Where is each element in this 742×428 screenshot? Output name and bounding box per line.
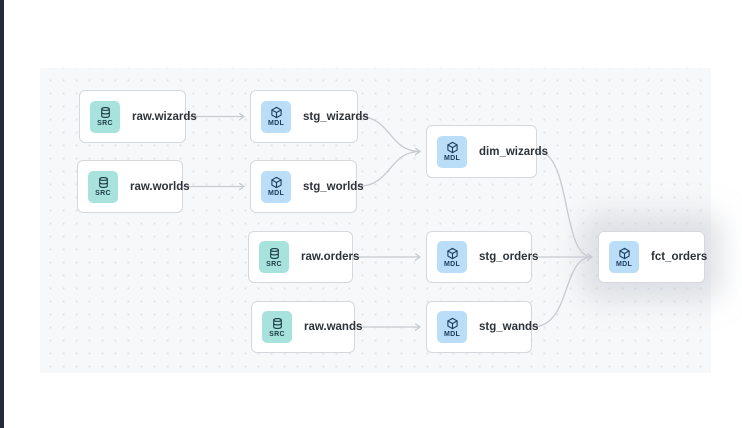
node-label: stg_worlds <box>303 180 364 193</box>
node-label: raw.wands <box>304 321 363 333</box>
src-badge: SRC <box>88 170 118 203</box>
node-label: raw.orders <box>301 251 360 263</box>
badge-type-label: SRC <box>269 330 285 338</box>
node-raw.wizards[interactable]: SRC raw.wizards <box>79 90 197 143</box>
node-dim_wizards[interactable]: MDL dim_wizards <box>426 125 548 178</box>
node-raw.orders[interactable]: SRC raw.orders <box>248 231 359 283</box>
cube-icon <box>618 247 630 259</box>
cube-icon <box>270 106 282 119</box>
badge-type-label: MDL <box>443 260 461 268</box>
edge-stg_wands-to-fct_orders[interactable] <box>531 257 592 328</box>
badge-type-label: MDL <box>267 190 285 197</box>
edge-stg_worlds-to-dim_wizards[interactable] <box>356 152 420 188</box>
node-stg_worlds[interactable]: MDL stg_worlds <box>250 160 364 213</box>
lineage-canvas[interactable]: SRC raw.wizards MDL stg_wizards <box>40 68 711 373</box>
src-badge: SRC <box>259 241 289 273</box>
edge-stg_wizards-to-dim_wizards[interactable] <box>357 115 420 152</box>
node-label: fct_orders <box>651 251 708 263</box>
node-label: raw.wizards <box>132 110 197 123</box>
node-label: stg_wands <box>479 321 539 333</box>
badge-type-label: MDL <box>443 155 461 162</box>
node-stg_wizards[interactable]: MDL stg_wizards <box>250 90 369 143</box>
badge-type-label: MDL <box>615 260 633 268</box>
cube-icon <box>446 141 458 154</box>
cube-icon <box>446 317 458 329</box>
edge-dim_wizards-to-fct_orders[interactable] <box>536 150 592 258</box>
badge-type-label: SRC <box>95 190 111 197</box>
node-label: stg_orders <box>479 251 539 263</box>
cube-icon <box>270 176 282 189</box>
node-stg_wands[interactable]: MDL stg_wands <box>426 301 538 353</box>
node-label: stg_wizards <box>303 110 369 123</box>
badge-type-label: SRC <box>97 120 113 127</box>
window-edge <box>0 0 4 428</box>
mdl-badge: MDL <box>437 135 467 168</box>
mdl-badge: MDL <box>437 241 467 273</box>
node-stg_orders[interactable]: MDL stg_orders <box>426 231 538 283</box>
node-label: dim_wizards <box>479 145 549 158</box>
database-icon <box>269 247 279 259</box>
mdl-badge: MDL <box>437 311 467 343</box>
src-badge: SRC <box>262 311 292 343</box>
badge-type-label: MDL <box>267 120 285 127</box>
cube-icon <box>446 247 458 259</box>
database-icon <box>272 317 282 329</box>
node-raw.wands[interactable]: SRC raw.wands <box>251 301 362 353</box>
database-icon <box>100 107 110 118</box>
src-badge: SRC <box>90 100 120 133</box>
mdl-badge: MDL <box>261 170 291 203</box>
badge-type-label: SRC <box>266 260 282 268</box>
badge-type-label: MDL <box>443 330 461 338</box>
mdl-badge: MDL <box>261 100 291 133</box>
mdl-badge: MDL <box>609 241 639 273</box>
node-raw.worlds[interactable]: SRC raw.worlds <box>77 160 190 213</box>
edge-layer <box>183 68 711 373</box>
node-label: raw.worlds <box>130 180 190 193</box>
node-fct_orders[interactable]: MDL fct_orders <box>598 231 708 283</box>
database-icon <box>98 177 108 188</box>
